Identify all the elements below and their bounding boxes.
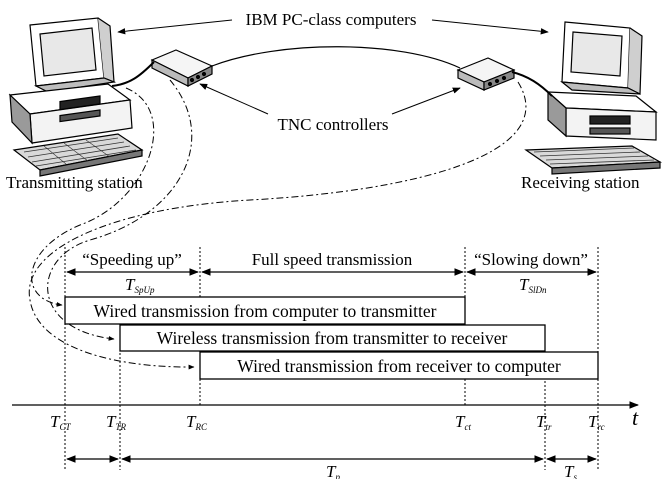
bar-wireless-label: Wireless transmission from transmitter t… bbox=[157, 328, 508, 348]
t-sldn-label: TSlDn bbox=[519, 275, 547, 295]
t-s-label: Ts bbox=[564, 462, 577, 479]
tnc-controller-left-icon bbox=[150, 49, 214, 87]
tick-t-ct-lower: Tct bbox=[455, 412, 471, 432]
bar-wired-rx-label: Wired transmission from receiver to comp… bbox=[237, 356, 561, 376]
computers-arrow-left bbox=[117, 19, 233, 35]
full-speed-label: Full speed transmission bbox=[252, 250, 413, 269]
tnc-arrow-right bbox=[391, 87, 461, 115]
axis-ticks: TCT TTR TRC Tct Ttr Trc bbox=[50, 412, 605, 432]
receiving-computer-icon bbox=[524, 21, 663, 175]
tnc-label: TNC controllers bbox=[278, 115, 389, 134]
bar-wireless: Wireless transmission from transmitter t… bbox=[119, 324, 546, 352]
bar-wired-rx: Wired transmission from receiver to comp… bbox=[199, 351, 599, 380]
tick-t-rc: TRC bbox=[186, 412, 208, 432]
tick-t-tr-lower: Ttr bbox=[536, 412, 552, 432]
computers-label: IBM PC-class computers bbox=[246, 10, 417, 29]
transmitting-computer-icon bbox=[8, 17, 144, 177]
bar-wired-tx-label: Wired transmission from computer to tran… bbox=[94, 301, 437, 321]
t-p-label: Tp bbox=[326, 462, 340, 479]
tick-t-tr: TTR bbox=[106, 412, 126, 432]
wireless-link bbox=[211, 46, 461, 69]
slowing-down-label: “Slowing down” bbox=[474, 250, 588, 269]
cables bbox=[111, 61, 553, 97]
tick-t-ct: TCT bbox=[50, 412, 71, 432]
computers-arrow-right bbox=[431, 19, 549, 35]
tick-t-rc-lower: Trc bbox=[588, 412, 605, 432]
receiving-station-label: Receiving station bbox=[521, 173, 640, 192]
transmitting-station-label: Transmitting station bbox=[6, 173, 143, 192]
t-spup-label: TSpUp bbox=[125, 275, 155, 295]
signal-curves bbox=[28, 79, 527, 370]
tnc-arrow-left bbox=[199, 83, 269, 115]
time-axis-label: t bbox=[632, 405, 639, 430]
tnc-controller-right-icon bbox=[456, 57, 516, 91]
speeding-up-label: “Speeding up” bbox=[82, 250, 182, 269]
bar-wired-tx: Wired transmission from computer to tran… bbox=[64, 296, 466, 325]
